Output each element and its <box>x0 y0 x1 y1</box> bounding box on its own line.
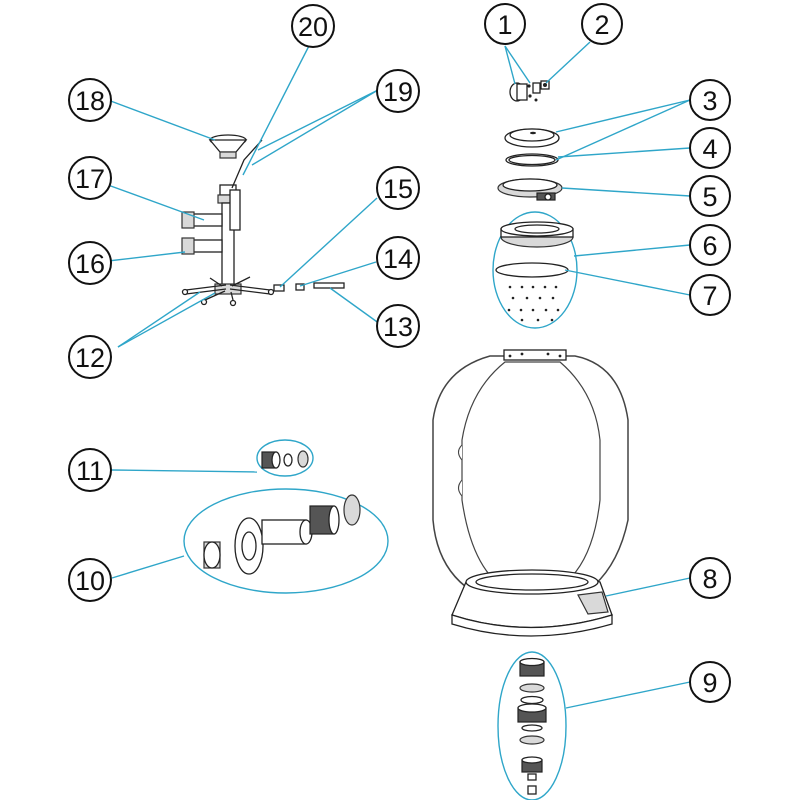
callout-1: 1 <box>484 3 526 45</box>
callout-10-label: 10 <box>75 566 105 596</box>
filter-tank-body <box>432 349 629 611</box>
callout-13: 13 <box>376 304 420 348</box>
part-9-drain-assembly <box>497 651 567 800</box>
part-6-7-group <box>492 211 578 329</box>
callout-20: 20 <box>291 4 335 48</box>
callout-16: 16 <box>68 241 112 285</box>
callout-20-label: 20 <box>298 12 328 42</box>
callout-5: 5 <box>689 175 731 217</box>
callout-17-label: 17 <box>75 164 105 194</box>
callout-4: 4 <box>689 127 731 169</box>
callout-17: 17 <box>68 156 112 200</box>
callout-14-label: 14 <box>383 244 413 274</box>
part-3-cover-lid <box>504 128 560 148</box>
callout-8-label: 8 <box>702 564 717 594</box>
callout-9-label: 9 <box>702 668 717 698</box>
callout-7: 7 <box>689 274 731 316</box>
leader-lines <box>107 37 691 709</box>
callout-6-label: 6 <box>702 231 717 261</box>
callout-18: 18 <box>68 78 112 122</box>
callout-12-label: 12 <box>75 343 105 373</box>
callout-11-label: 11 <box>76 456 104 486</box>
part-14-small-connector <box>295 283 305 291</box>
callout-14: 14 <box>376 236 420 280</box>
callout-3: 3 <box>689 79 731 121</box>
part-5-clamp-ring <box>497 178 563 201</box>
callout-5-label: 5 <box>702 182 717 212</box>
callout-12: 12 <box>68 335 112 379</box>
filter-laterals-holes <box>507 285 560 322</box>
callout-16-label: 16 <box>75 249 105 279</box>
part-15-small-connector <box>273 284 285 292</box>
callout-15: 15 <box>376 166 420 210</box>
callout-18-label: 18 <box>75 86 105 116</box>
part-1-air-vent-plug <box>509 82 532 102</box>
callout-3-label: 3 <box>702 86 717 116</box>
part-central-pipe-assembly <box>181 139 275 307</box>
callout-7-label: 7 <box>702 281 717 311</box>
part-13-lateral-tube <box>313 282 345 289</box>
callout-4-label: 4 <box>702 134 717 164</box>
part-11-union-group <box>256 439 314 477</box>
callout-8: 8 <box>689 557 731 599</box>
part-18-funnel <box>208 134 248 159</box>
callout-9: 9 <box>689 661 731 703</box>
part-4-o-ring <box>505 153 559 167</box>
callout-19-label: 19 <box>383 77 413 107</box>
callout-15-label: 15 <box>383 174 413 204</box>
callout-11: 11 <box>68 448 112 492</box>
callout-19: 19 <box>376 69 420 113</box>
callout-13-label: 13 <box>383 312 413 342</box>
part-2-fitting <box>532 80 550 102</box>
callout-2: 2 <box>581 3 623 45</box>
callout-2-label: 2 <box>594 10 609 40</box>
callout-1-label: 1 <box>497 10 512 40</box>
callout-6: 6 <box>689 224 731 266</box>
callout-10: 10 <box>68 558 112 602</box>
part-10-bulkhead-group <box>183 488 389 594</box>
part-8-base-stand <box>451 569 613 637</box>
